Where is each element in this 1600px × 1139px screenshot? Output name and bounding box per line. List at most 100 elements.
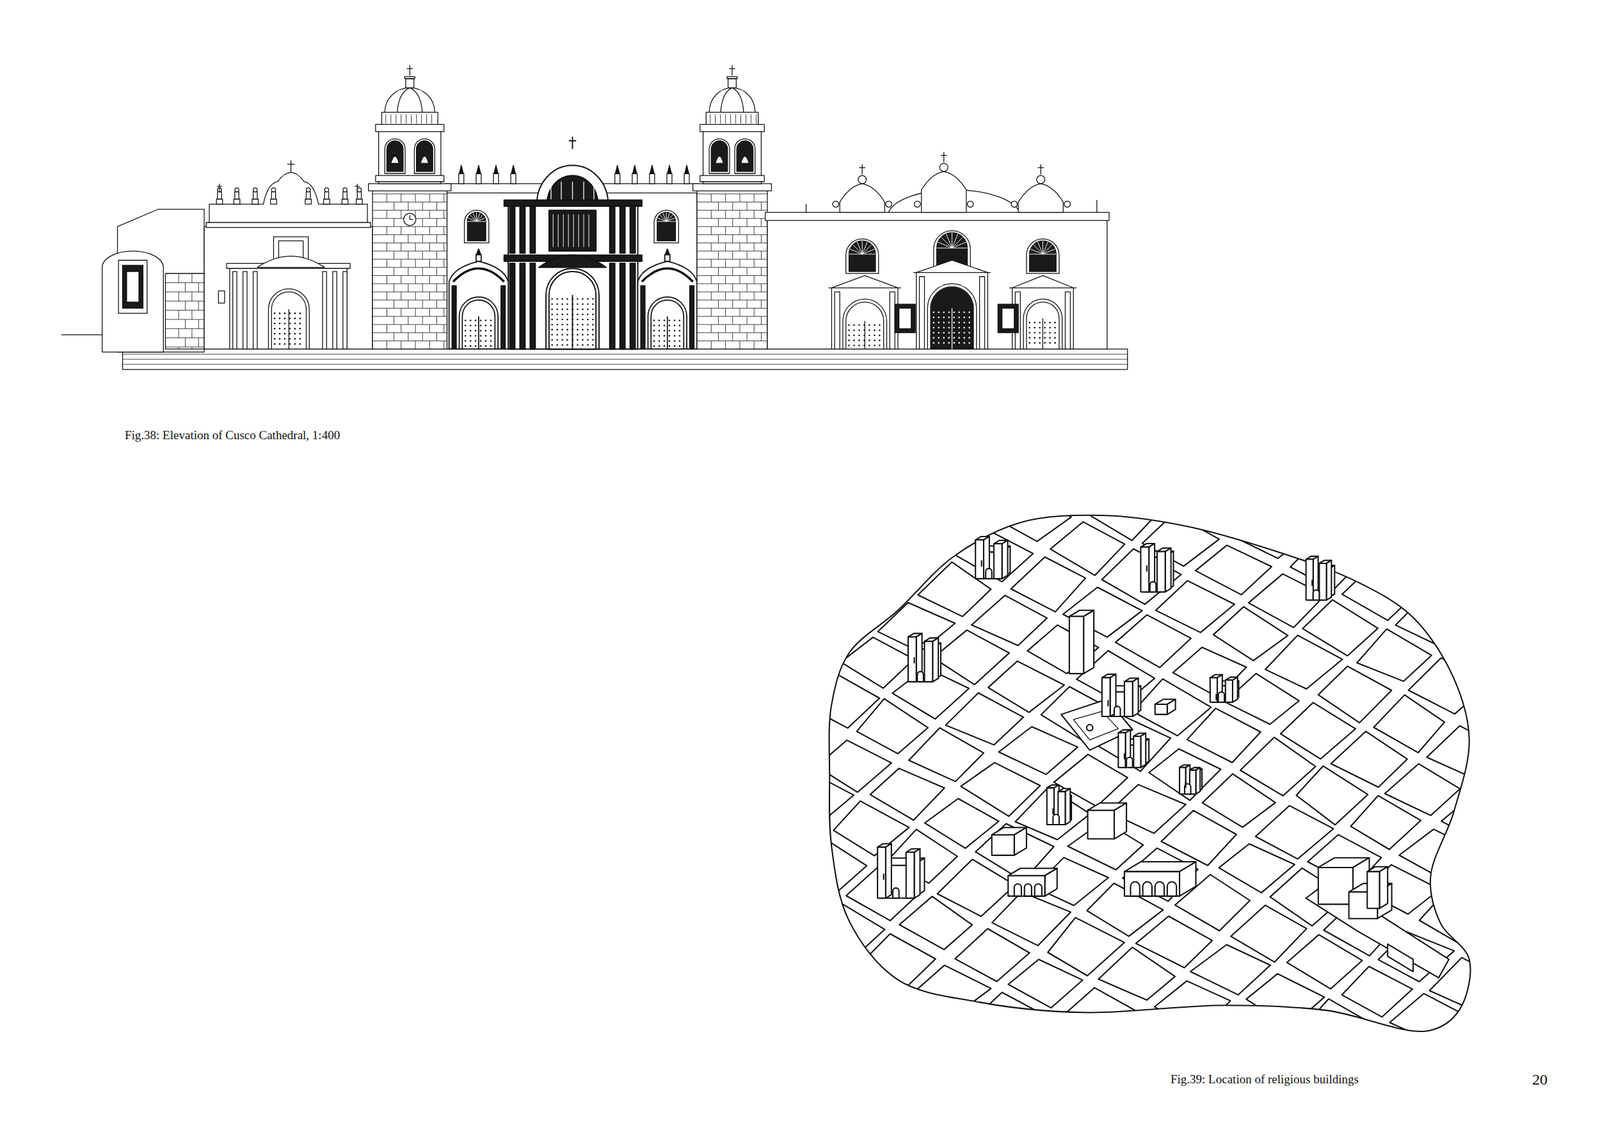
belfry-arch-frame (709, 138, 730, 174)
pinnacle-tip (632, 165, 637, 174)
window-frame (654, 209, 679, 243)
ornament-ball (1064, 200, 1071, 208)
door-stud (592, 344, 594, 347)
brick-joint (386, 193, 388, 203)
window-bar (862, 244, 872, 255)
brick-course (696, 250, 768, 252)
door-stud (663, 329, 666, 332)
city-block (1384, 763, 1461, 816)
brick-joint (753, 324, 755, 333)
door-stud (576, 313, 579, 316)
city-block (790, 838, 867, 894)
door-stud (853, 334, 856, 336)
door-stud (963, 321, 966, 324)
door-stud (858, 334, 861, 336)
city-block (1117, 1016, 1191, 1067)
door-frame (268, 288, 310, 349)
portal-column (689, 285, 694, 349)
door-stud (853, 328, 856, 331)
door-stud (863, 328, 866, 331)
door-stud (289, 343, 292, 345)
fan-window (1029, 240, 1056, 272)
cross (858, 167, 866, 168)
door-stud (958, 311, 960, 314)
brick-joint (718, 316, 719, 325)
brick-joint (443, 242, 445, 251)
door-frame (1023, 298, 1063, 349)
window-mark (1215, 693, 1217, 701)
brick-joint (760, 234, 762, 244)
door-stud (480, 329, 482, 332)
brick-joint (739, 242, 740, 251)
brick-joint (429, 307, 431, 317)
brick-course (372, 323, 447, 325)
brick-joint (443, 226, 445, 235)
brick-joint (415, 275, 416, 284)
city-block (1246, 973, 1325, 1028)
brick-joint (407, 234, 409, 244)
dome (709, 87, 756, 112)
door-stud (952, 331, 955, 334)
church-door (1052, 814, 1060, 825)
brick-joint (711, 259, 712, 268)
city-block (1445, 1025, 1519, 1078)
pinnacle-base (493, 173, 499, 184)
door-stud (679, 344, 681, 347)
building-front (924, 641, 933, 682)
door-stud (947, 331, 950, 334)
brick-joint (760, 267, 762, 276)
door-stud (294, 343, 297, 345)
brick-joint (739, 226, 740, 235)
door-stud (1043, 326, 1046, 329)
clock-hand (409, 218, 413, 220)
city-block (1326, 497, 1401, 552)
brick-course (372, 242, 447, 244)
lantern (405, 78, 415, 88)
door-stud (933, 336, 936, 339)
bell (741, 156, 750, 164)
door-stud (873, 344, 876, 347)
brick-course (696, 291, 768, 292)
door-stud (556, 323, 559, 326)
door-stud (485, 329, 488, 332)
church-wall (767, 220, 1108, 349)
door-stud (551, 344, 553, 347)
door-stud (556, 298, 559, 301)
city-block (1419, 890, 1490, 944)
door-stud (668, 339, 671, 342)
statue-plinth (252, 199, 259, 205)
portal-frame (229, 267, 347, 350)
door-stud (474, 324, 477, 327)
bell (391, 156, 400, 164)
brick-course (696, 209, 768, 211)
cross (862, 164, 863, 175)
door-stud (963, 331, 966, 334)
building-front (1155, 704, 1168, 715)
religious-building (1179, 764, 1202, 794)
building-front (906, 851, 915, 898)
brick-joint (732, 218, 733, 227)
door-stud (551, 308, 553, 311)
brick-joint (400, 259, 402, 268)
door-stud (1043, 336, 1046, 339)
balustrade (381, 112, 438, 125)
brick-joint (739, 324, 740, 333)
door-stud (576, 308, 579, 311)
statue (324, 192, 329, 200)
brick-joint (753, 226, 755, 235)
cross (572, 136, 574, 150)
brick-joint (436, 218, 438, 227)
door-stud (853, 344, 856, 347)
brick-joint (746, 316, 748, 325)
brick-joint (178, 328, 180, 338)
door-stud (581, 298, 584, 301)
brick-joint (393, 234, 395, 244)
door-stud (668, 334, 671, 337)
door-stud (963, 336, 966, 339)
brick-joint (725, 275, 726, 284)
door-stud (490, 334, 493, 337)
door-stud (968, 336, 971, 339)
window-mark (1311, 579, 1313, 586)
retablo-window-bar (558, 214, 559, 248)
building-front (1118, 732, 1126, 768)
